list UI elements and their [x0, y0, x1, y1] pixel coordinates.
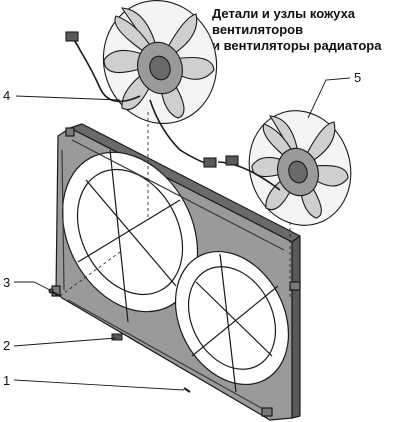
callout-1: 1	[3, 373, 11, 388]
leader-4	[15, 95, 121, 101]
callout-4: 4	[3, 88, 11, 103]
leader-2	[13, 337, 117, 347]
shroud-opening-right	[174, 250, 290, 386]
fan-left-wire	[71, 37, 141, 103]
fan-right-wire	[217, 161, 281, 191]
callout-5: 5	[354, 70, 362, 85]
leader-1	[13, 379, 185, 391]
title-line-2: вентиляторов	[212, 22, 304, 37]
leader-3	[14, 281, 51, 291]
callout-2: 2	[3, 338, 11, 353]
small-parts	[111, 333, 191, 393]
assembly-axes	[59, 112, 291, 300]
fan-shroud	[51, 123, 301, 421]
callout-3: 3	[3, 275, 11, 290]
fan-left-connector	[65, 31, 79, 42]
title-line-1: Детали и узлы кожуха	[212, 6, 356, 21]
title-line-3: и вентиляторы радиатора	[212, 38, 382, 53]
fan-right-connector	[225, 155, 239, 166]
leader-5	[307, 77, 351, 119]
leader-lines	[13, 77, 351, 391]
fan-left	[65, 0, 218, 168]
fan-right	[217, 110, 352, 226]
diagram-title: Детали и узлы кожуха вентиляторов и вент…	[212, 6, 398, 54]
